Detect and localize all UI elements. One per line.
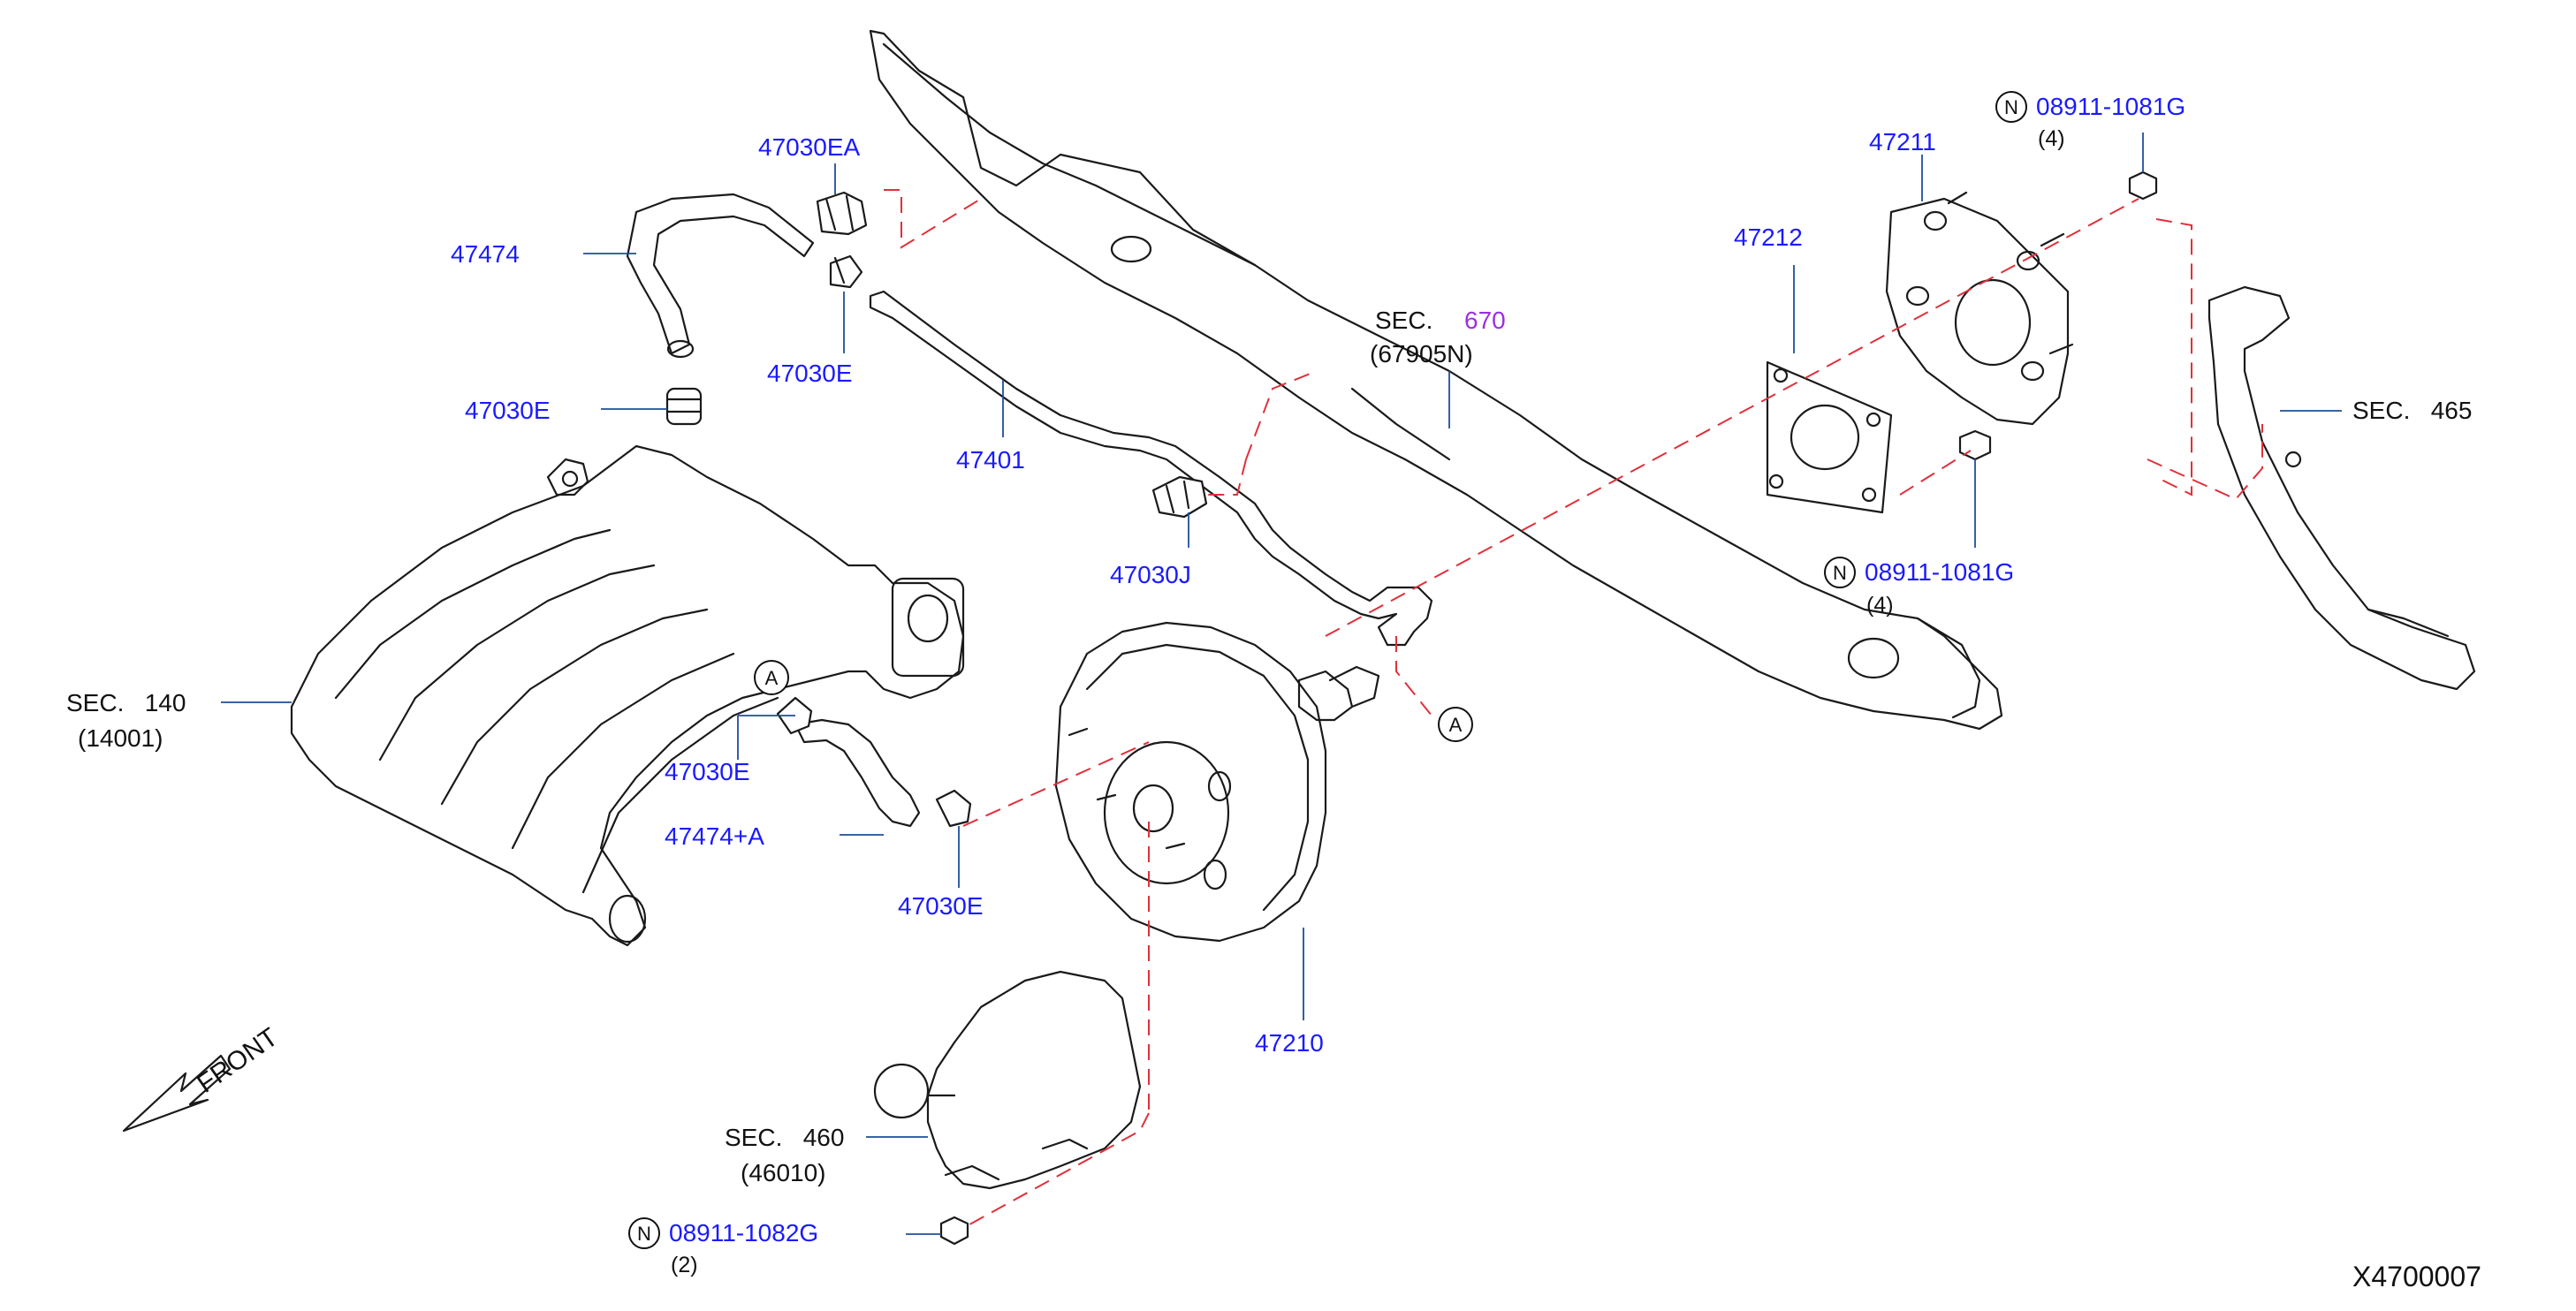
label-sec-670: SEC. 670 (67905N): [1370, 307, 1506, 368]
sec-670-subref: (67905N): [1370, 340, 1473, 368]
label-sec-465: SEC. 465: [2352, 397, 2472, 424]
label-47030EA: 47030EA: [758, 133, 861, 161]
label-front: FRONT: [192, 1022, 284, 1098]
nut-low-qty: (2): [671, 1253, 698, 1277]
nut-mid-badge-letter: N: [1833, 562, 1847, 584]
marker-A-right-letter: A: [1449, 714, 1463, 736]
sec-460-subref: (46010): [741, 1159, 826, 1186]
brake-booster: [1054, 621, 1327, 943]
nut-low-part-number: 08911-1082G: [669, 1219, 818, 1247]
master-cylinder: [873, 970, 1142, 1190]
leader-lines: [221, 133, 2342, 1235]
label-nut-low: N 08911-1082G (2): [628, 1217, 818, 1277]
label-47210: 47210: [1255, 1029, 1324, 1057]
marker-A-left: A: [754, 660, 789, 695]
nut-low-badge-letter: N: [637, 1223, 651, 1245]
label-47211: 47211: [1869, 128, 1936, 155]
label-47474A: 47474+A: [665, 822, 764, 850]
nut-top-qty: (4): [2038, 126, 2065, 151]
nut-low-badge: [628, 1217, 660, 1249]
marker-A-left-letter: A: [765, 667, 779, 689]
nut-mid-part-number: 08911-1081G: [1865, 558, 2014, 586]
sec-460-ref: SEC. 460: [725, 1124, 844, 1151]
nut-mid-badge: [1824, 557, 1856, 588]
sec-670-number: 670: [1464, 307, 1506, 334]
front-arrow: [122, 1054, 232, 1133]
label-nut-top: N 08911-1081G (4): [1995, 91, 2185, 151]
nut-top-badge-letter: N: [2004, 96, 2018, 118]
intake-manifold: [290, 444, 965, 947]
brake-pedal: [2207, 285, 2476, 691]
label-47030J: 47030J: [1110, 561, 1191, 588]
nut-mid-qty: (4): [1866, 593, 1894, 618]
vacuum-hose-upper: [626, 193, 815, 359]
clamp-hose-upper: [829, 254, 863, 289]
vacuum-hose-a: [776, 696, 972, 828]
tube-clip: [1151, 475, 1208, 519]
dashed-guides: [884, 189, 2263, 1229]
diagram-id: X4700007: [2352, 1261, 2481, 1292]
label-nut-mid: N 08911-1081G (4): [1824, 557, 2014, 618]
label-47030E-upper: 47030E: [767, 360, 853, 387]
label-47030E-mid: 47030E: [665, 758, 750, 785]
nut-top-part-number: 08911-1081G: [2036, 93, 2185, 120]
nut-top: [2128, 171, 2158, 201]
vacuum-tube: [869, 290, 1433, 722]
sec-670-prefix: SEC.: [1375, 307, 1432, 334]
label-sec-140: SEC. 140 (14001): [66, 689, 186, 752]
clamp-hose-lower: [665, 387, 703, 426]
marker-A-right: A: [1438, 707, 1473, 742]
label-47030E-left: 47030E: [465, 397, 551, 424]
gasket: [1766, 360, 1893, 514]
sec-140-ref: SEC. 140: [66, 689, 186, 716]
label-47474: 47474: [451, 240, 520, 268]
label-47212: 47212: [1734, 224, 1803, 251]
label-47030E-low: 47030E: [898, 892, 984, 920]
nut-top-badge: [1995, 91, 2027, 123]
dash-panel-bracket: [869, 29, 2003, 731]
booster-bracket: [1885, 191, 2074, 426]
nut-low: [939, 1216, 969, 1246]
label-sec-460: SEC. 460 (46010): [725, 1124, 844, 1186]
sec-140-subref: (14001): [78, 724, 163, 752]
label-47401: 47401: [956, 446, 1025, 474]
check-valve: [816, 191, 868, 236]
